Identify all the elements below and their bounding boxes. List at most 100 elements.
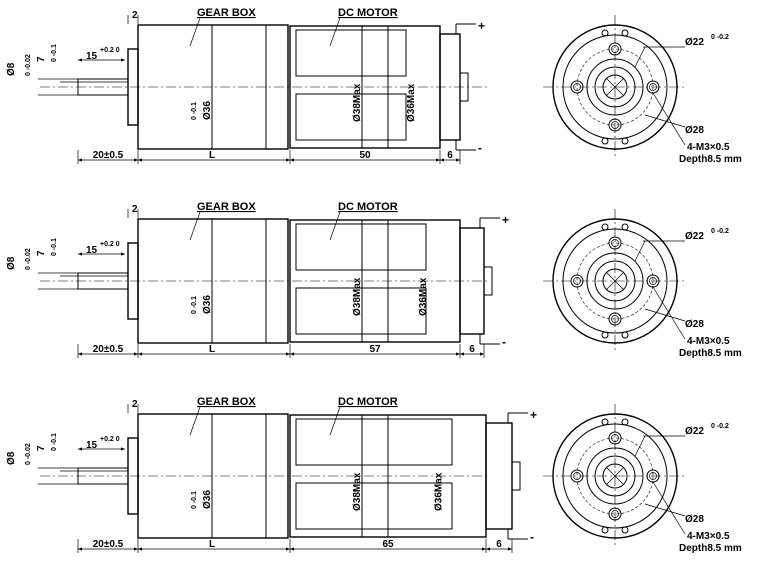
mounting-hole — [608, 236, 622, 250]
flange-screw — [601, 137, 609, 145]
shaft-length-dim: 20±0.5 — [93, 539, 124, 550]
gearbox-dia-tol: 0 -0.1 — [191, 296, 198, 314]
shaft-dia-dim: Ø8 — [6, 451, 17, 465]
mounting-hole-thread — [649, 472, 657, 480]
front-depth-dim: Depth8.5 mm — [679, 348, 742, 359]
front-pilot-dim: Ø22 — [685, 231, 704, 242]
pilot-leader — [634, 435, 646, 457]
motor-window-bottom — [295, 287, 427, 335]
mounting-hole-thread — [611, 239, 619, 247]
gearbox-dia-tol: 0 -0.1 — [191, 491, 198, 509]
shaft-flat-tol: 0 -0.1 — [51, 433, 58, 451]
shaft-flat-tol: 0 -0.1 — [51, 44, 58, 62]
shaft-flat-dim: 7 — [36, 445, 47, 451]
pcd-leader — [644, 308, 686, 322]
gear-box-label: GEAR BOX — [197, 396, 256, 408]
motor-window-bottom — [295, 93, 407, 141]
front-pilot-dim: Ø22 — [685, 426, 704, 437]
gear-box-leader — [189, 406, 201, 436]
mounting-hole — [608, 507, 622, 521]
front-depth-dim: Depth8.5 mm — [679, 154, 742, 165]
terminal-minus-label: - — [530, 530, 534, 544]
front-pilot-tol: 0 -0.2 — [711, 423, 729, 430]
pilot-leader — [634, 240, 646, 262]
flange-screw — [601, 526, 609, 534]
motor-window-bottom — [295, 482, 453, 530]
endcap-dia-dim: Ø36Max — [434, 472, 445, 511]
front-holes-dim: 4-M3×0.5 — [687, 142, 730, 153]
flange-screw — [601, 29, 609, 37]
terminal-plus-label: + — [478, 19, 485, 33]
flange-screw — [601, 418, 609, 426]
flat-length-tol: +0.2 0 — [100, 241, 120, 248]
flange-screw — [621, 29, 629, 37]
pcd-leader — [644, 114, 686, 128]
mounting-hole — [608, 312, 622, 326]
front-pilot-dim: Ø22 — [685, 37, 704, 48]
flat-length-tol: +0.2 0 — [100, 436, 120, 443]
shaft-dia-tol: 0 -0.02 — [25, 443, 32, 465]
mounting-hole-thread — [649, 277, 657, 285]
holes-leader — [652, 92, 686, 146]
mounting-hole-thread — [649, 83, 657, 91]
gearbox-dia-tol: 0 -0.1 — [191, 102, 198, 120]
flange-screw — [601, 331, 609, 339]
gear-box-label: GEAR BOX — [197, 201, 256, 213]
shaft-length-dim: 20±0.5 — [93, 150, 124, 161]
mounting-hole-thread — [573, 83, 581, 91]
shaft-flat-dim: 7 — [36, 250, 47, 256]
flange-dim: 2 — [132, 204, 138, 215]
endcap-length-dim: 6 — [447, 150, 453, 161]
motor-bearing-boss — [483, 266, 493, 296]
endcap-length-dim: 6 — [469, 344, 475, 355]
mounting-hole — [608, 42, 622, 56]
mounting-hole — [608, 118, 622, 132]
flange-screw — [621, 526, 629, 534]
shaft-length-dim: 20±0.5 — [93, 344, 124, 355]
gearbox-dia-dim: Ø36 — [202, 295, 213, 314]
mounting-hole — [570, 274, 584, 288]
endcap-length-dim: 6 — [496, 539, 502, 550]
front-pcd-dim: Ø28 — [685, 125, 704, 136]
mounting-hole-thread — [611, 510, 619, 518]
flange-screw — [621, 137, 629, 145]
flat-length-tol: +0.2 0 — [100, 47, 120, 54]
motor-window-top — [295, 223, 427, 271]
motor-length-dim: 50 — [359, 150, 371, 161]
mounting-hole — [608, 431, 622, 445]
dc-motor-label: DC MOTOR — [338, 201, 398, 213]
dc-motor-label: DC MOTOR — [338, 396, 398, 408]
terminal-plus-label: + — [530, 408, 537, 422]
gearbox-dia-dim: Ø36 — [202, 490, 213, 509]
flat-length-dim: 15 — [86, 245, 98, 256]
endcap-dia-dim: Ø36Max — [418, 277, 429, 316]
flange-dim: 2 — [132, 10, 138, 21]
motor-end-cap — [485, 422, 513, 530]
gear-box-label: GEAR BOX — [197, 7, 256, 19]
mounting-hole-thread — [611, 45, 619, 53]
mounting-hole-thread — [611, 434, 619, 442]
front-holes-dim: 4-M3×0.5 — [687, 336, 730, 347]
gear-box-leader — [189, 211, 201, 241]
flange-dim: 2 — [132, 399, 138, 410]
dc-motor-leader — [329, 406, 341, 436]
gear-box-leader — [189, 17, 201, 47]
motor-bearing-boss — [511, 461, 521, 491]
terminal-minus-label: - — [478, 141, 482, 155]
flange-screw — [621, 418, 629, 426]
flange-screw — [621, 331, 629, 339]
shaft-dia-dim: Ø8 — [6, 62, 17, 76]
front-pilot-tol: 0 -0.2 — [711, 34, 729, 41]
dc-motor-leader — [329, 17, 341, 47]
mounting-hole-thread — [611, 315, 619, 323]
motor-dia-dim: Ø38Max — [352, 83, 363, 122]
front-pilot-tol: 0 -0.2 — [711, 228, 729, 235]
flange-screw — [621, 223, 629, 231]
